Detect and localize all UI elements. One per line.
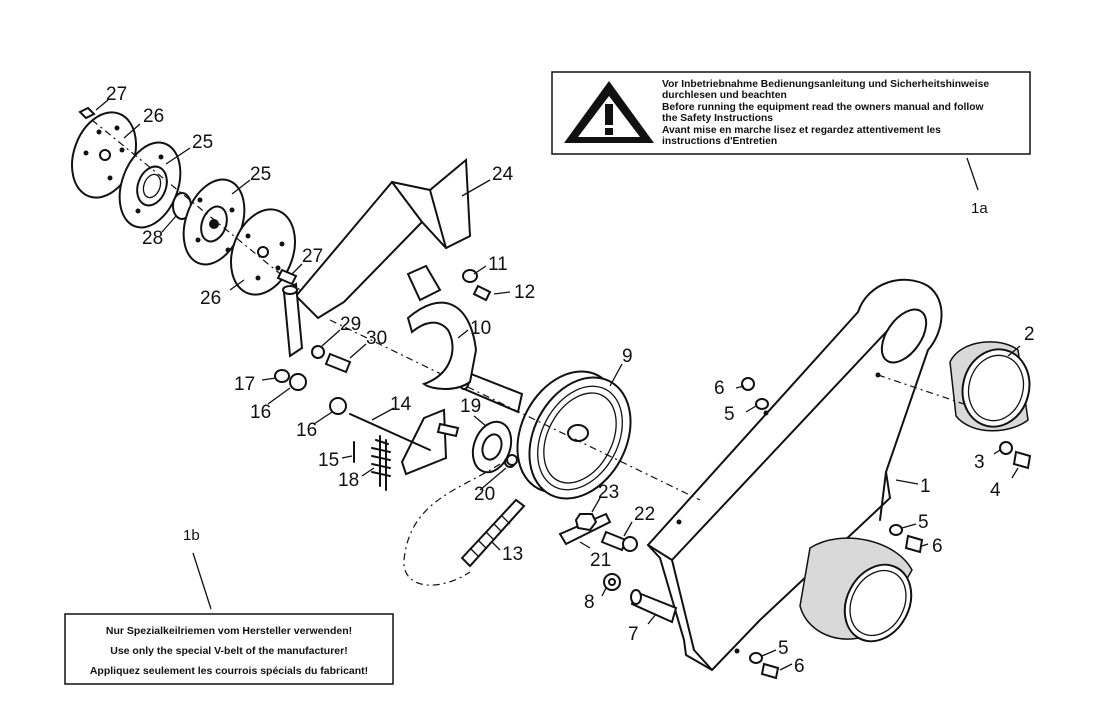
callout-1b: 1b — [183, 527, 200, 544]
callout-16: 16 — [250, 402, 271, 423]
axis-discs — [91, 119, 301, 291]
callout-1: 1 — [920, 476, 931, 497]
belt-line-1: Nur Spezialkeilriemen vom Hersteller ver… — [106, 625, 352, 637]
callout-12: 12 — [514, 282, 535, 303]
tension-spring — [371, 435, 391, 491]
callout-9: 9 — [622, 346, 633, 367]
callout-26: 26 — [200, 288, 221, 309]
callout-25: 25 — [192, 132, 213, 153]
warning-label: Vor Inbetriebnahme Bedienungsanleitung u… — [551, 71, 1031, 155]
callout-4: 4 — [990, 480, 1001, 501]
washer-8-hole — [608, 578, 616, 586]
callout-16: 16 — [296, 420, 317, 441]
warning-line-6: instructions d'Entretien — [662, 136, 777, 147]
belt-label: Nur Spezialkeilriemen vom Hersteller ver… — [64, 613, 394, 685]
belt-guard-bracket — [406, 264, 478, 390]
callout-26: 26 — [143, 106, 164, 127]
warning-triangle-icon — [564, 81, 654, 143]
leader-1b — [192, 552, 212, 610]
axis-cap — [877, 374, 965, 405]
callout-13: 13 — [502, 544, 523, 565]
callout-2: 2 — [1024, 324, 1035, 345]
callout-11: 11 — [488, 254, 508, 275]
callout-28: 28 — [142, 228, 163, 249]
warning-line-3: Before running the equipment read the ow… — [662, 102, 985, 113]
tensioner-assembly — [349, 408, 516, 476]
main-frame — [646, 278, 943, 672]
callout-22: 22 — [634, 504, 655, 525]
callout-1a: 1a — [971, 200, 988, 217]
callout-17: 17 — [234, 374, 255, 395]
callout-5: 5 — [918, 512, 929, 533]
v-belt-pulley — [516, 370, 632, 500]
callout-6: 6 — [932, 536, 943, 557]
axis-pulley — [329, 319, 701, 501]
rod-thread — [469, 515, 511, 557]
callout-19: 19 — [460, 396, 481, 417]
callout-8: 8 — [584, 592, 595, 613]
cover-cap — [949, 341, 1031, 432]
callout-6: 6 — [714, 378, 725, 399]
callout-7: 7 — [628, 624, 639, 645]
callout-30: 30 — [366, 328, 387, 349]
callout-23: 23 — [598, 482, 619, 503]
callout-14: 14 — [390, 394, 412, 415]
callout-21: 21 — [590, 550, 611, 571]
warning-line-2: durchlesen und beachten — [662, 90, 787, 101]
bolt-head-22 — [622, 536, 638, 552]
warning-line-1: Vor Inbetriebnahme Bedienungsanleitung u… — [662, 79, 989, 90]
callout-10: 10 — [470, 318, 491, 339]
callout-29: 29 — [340, 314, 361, 335]
callout-5: 5 — [778, 638, 789, 659]
bolt-22 — [600, 530, 628, 552]
warning-line-5: Avant mise en marche lisez et regardez a… — [662, 125, 941, 136]
belt-line-2: Use only the special V-belt of the manuf… — [110, 645, 347, 657]
callout-5: 5 — [724, 404, 735, 425]
fasteners — [78, 106, 1032, 680]
v-belt-path — [403, 463, 501, 586]
callout-6: 6 — [794, 656, 805, 677]
callout-18: 18 — [338, 470, 359, 491]
bearing-flange-25a — [118, 141, 182, 229]
bearing-flange-25b — [182, 178, 246, 266]
callout-25: 25 — [250, 164, 271, 185]
nut-23 — [574, 513, 598, 532]
belt-line-3: Appliquez seulement les courrois spécial… — [90, 665, 368, 677]
bracket-arm — [282, 157, 472, 358]
callout-3: 3 — [974, 452, 985, 473]
warning-line-4: the Safety Instructions — [662, 113, 773, 124]
leader-1a — [966, 157, 979, 191]
leader-lines — [95, 99, 1021, 671]
callout-27: 27 — [302, 246, 323, 267]
callout-numbers: 27 26 25 25 28 27 26 24 11 12 10 29 30 9… — [106, 84, 1035, 677]
threaded-rod — [460, 498, 526, 568]
callout-20: 20 — [474, 484, 495, 505]
callout-27: 27 — [106, 84, 127, 105]
callout-15: 15 — [318, 450, 339, 471]
pin-7-head — [630, 589, 642, 605]
callout-24: 24 — [492, 164, 514, 185]
